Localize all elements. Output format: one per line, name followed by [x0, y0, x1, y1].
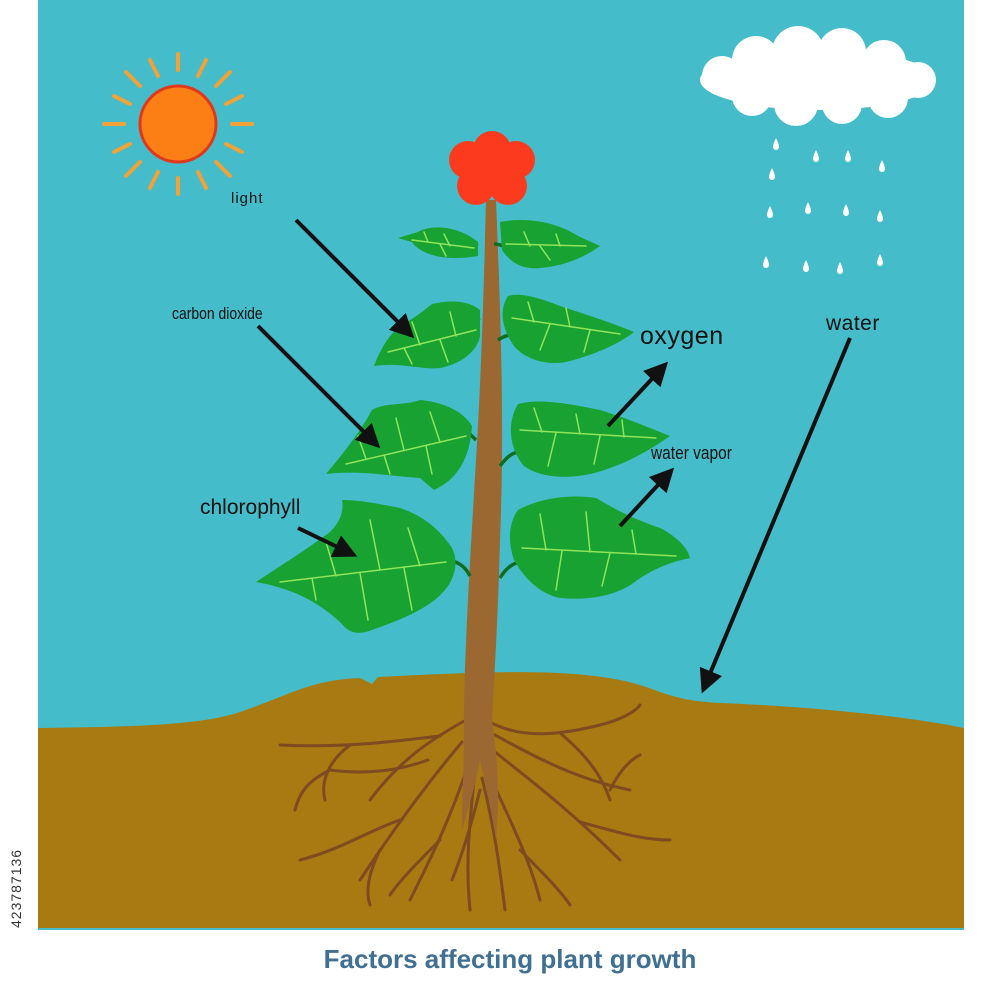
label-oxygen: oxygen: [640, 322, 724, 350]
leaf-right-1: [500, 219, 600, 269]
label-light: light: [231, 190, 264, 207]
label-chlorophyll: chlorophyll: [200, 496, 301, 519]
arrow-carbon-dioxide: [256, 324, 381, 449]
label-water: water: [826, 312, 880, 335]
leaves: [256, 219, 690, 633]
arrow-water-vapor: [618, 467, 675, 528]
leaf-left-2: [374, 301, 480, 369]
label-water-vapor: water vapor: [651, 443, 732, 463]
cloud-icon: [700, 26, 936, 126]
arrows: [256, 218, 852, 694]
leaf-left-3: [326, 400, 472, 490]
arrow-chlorophyll: [297, 526, 358, 558]
leaf-veins: [279, 231, 677, 621]
sun-icon: [102, 52, 254, 196]
label-carbon-dioxide: carbon dioxide: [172, 304, 263, 323]
arrow-light: [294, 218, 415, 339]
leaf-right-4: [509, 496, 690, 599]
flower-icon: [449, 131, 535, 205]
leaf-left-4: [256, 500, 456, 633]
diagram-caption: Factors affecting plant growth: [323, 944, 697, 974]
arrow-oxygen: [606, 361, 669, 428]
rain-drops: [763, 138, 885, 274]
leaf-right-2: [502, 294, 634, 364]
stem: [462, 200, 503, 840]
arrow-water: [699, 337, 852, 694]
stock-id: 423787136: [8, 848, 24, 928]
